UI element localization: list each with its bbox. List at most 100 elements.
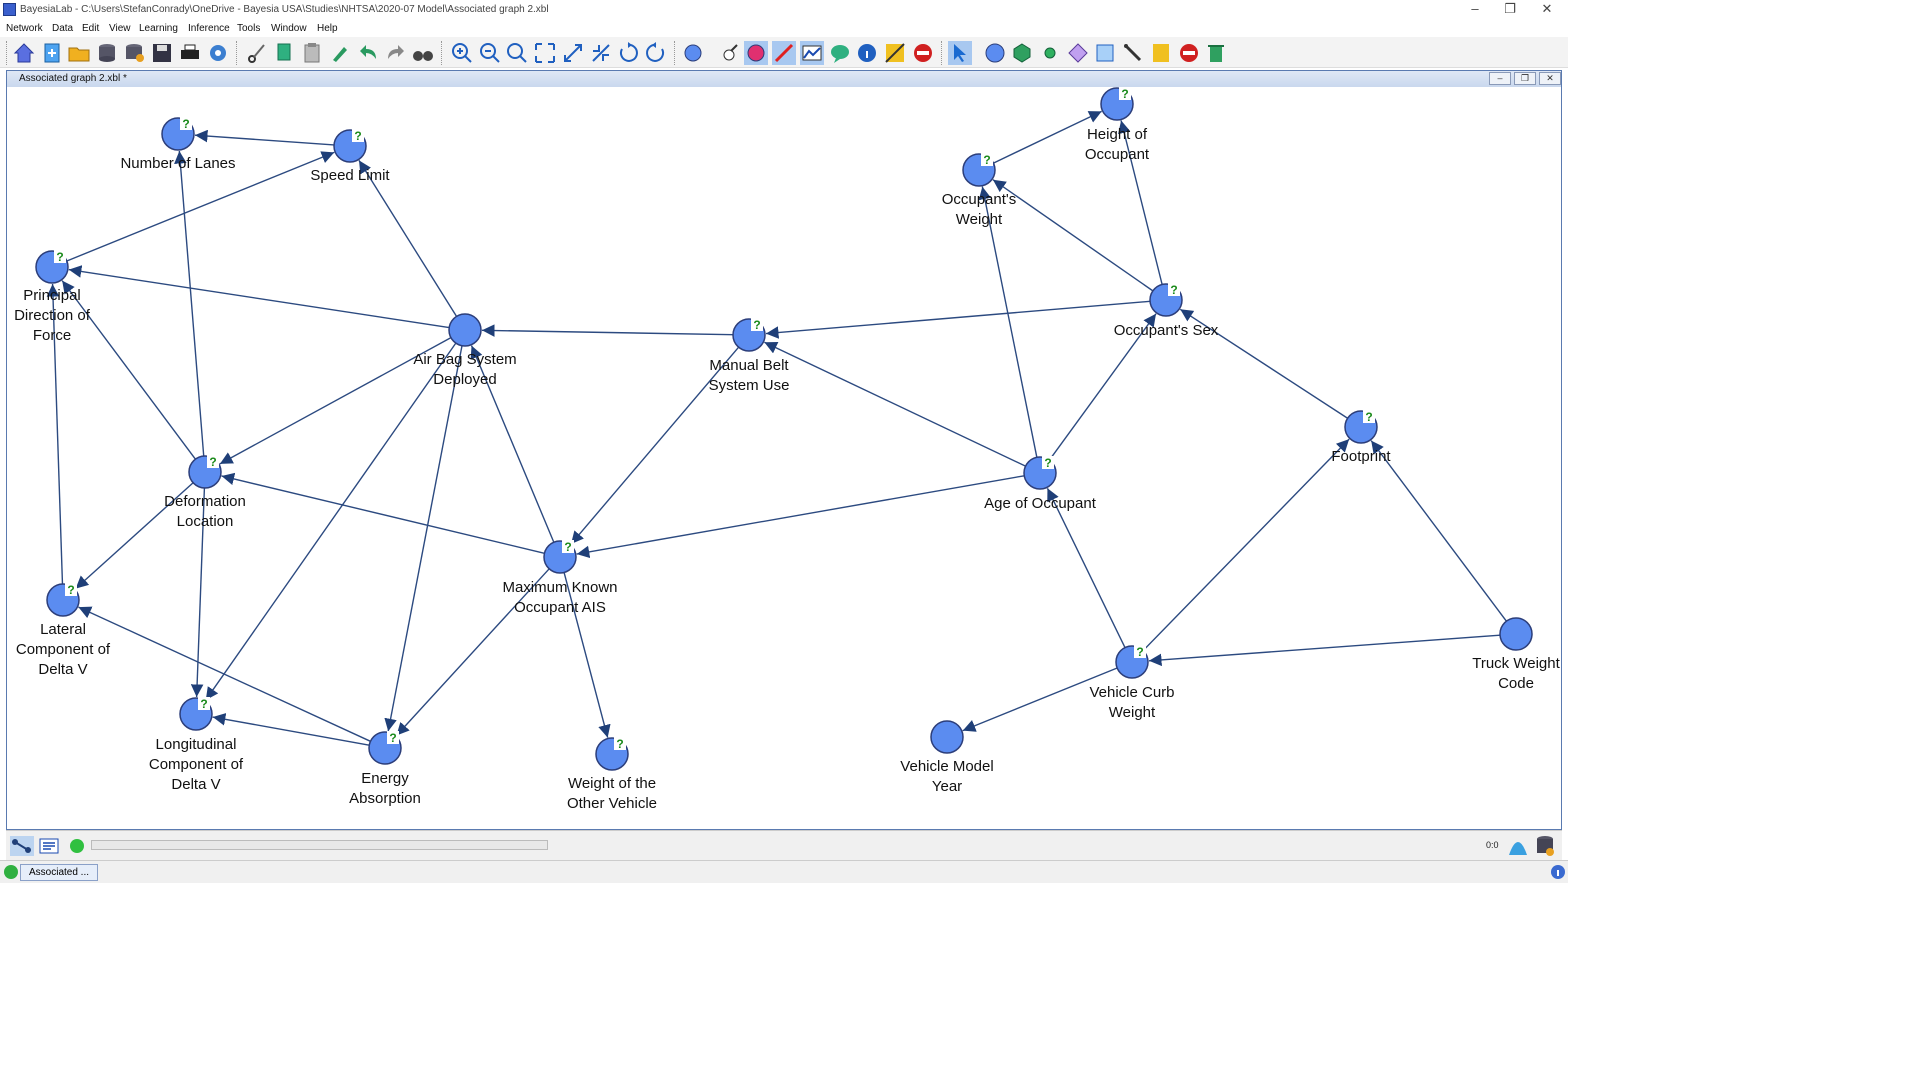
doc-restore-button[interactable]: ❐ [1514, 72, 1536, 85]
small-node-icon[interactable] [1038, 41, 1062, 65]
fit-window-icon[interactable] [533, 41, 557, 65]
zoom-fit-icon[interactable] [505, 41, 529, 65]
doc-close-button[interactable]: ✕ [1539, 72, 1561, 85]
redo-icon[interactable] [384, 41, 408, 65]
arc-occupants_sex-to-manual_belt[interactable] [765, 300, 1151, 339]
copy-icon[interactable] [272, 41, 296, 65]
delete-tool-icon[interactable] [1177, 41, 1201, 65]
arc-air_bag-to-longitudinal_delta_v[interactable] [205, 342, 457, 701]
menu-data[interactable]: Data [52, 23, 74, 34]
minimize-button[interactable]: – [1471, 1, 1479, 16]
graph-mode-icon[interactable] [10, 836, 34, 856]
network-graph-canvas[interactable]: ?Number of Lanes?Speed Limit?PrincipalDi… [8, 87, 1560, 828]
format-painter-icon[interactable] [328, 41, 352, 65]
arc-energy_absorption-to-longitudinal_delta_v[interactable] [212, 713, 370, 746]
new-icon[interactable] [40, 41, 64, 65]
arc-age_of_occupant-to-max_known_ais[interactable] [576, 475, 1025, 559]
arc-truck_weight_code-to-footprint[interactable] [1370, 440, 1507, 622]
arc-air_bag-to-energy_absorption[interactable] [384, 345, 463, 732]
arc-occupants_sex-to-height_of_occupant[interactable] [1118, 120, 1163, 285]
arc-deformation_location-to-lateral_delta_v[interactable] [75, 482, 194, 590]
note-icon[interactable] [883, 41, 907, 65]
info-status-icon[interactable] [1550, 864, 1566, 880]
validation-mode-icon[interactable] [38, 836, 60, 856]
database-status-icon[interactable] [1534, 834, 1556, 858]
arc-manual_belt-to-air_bag[interactable] [481, 324, 734, 337]
arc-max_known_ais-to-weight_other_vehicle[interactable] [563, 572, 611, 738]
arc-max_known_ais-to-energy_absorption[interactable] [395, 568, 550, 736]
stop-icon[interactable] [911, 41, 935, 65]
trash-icon[interactable] [1204, 41, 1228, 65]
select-tool-icon[interactable] [948, 41, 972, 65]
arc-max_known_ais-to-deformation_location[interactable] [221, 472, 545, 554]
binoculars-icon[interactable] [411, 41, 435, 65]
undo-icon[interactable] [356, 41, 380, 65]
arc-lateral_delta_v-to-principal_direction[interactable] [46, 283, 64, 585]
settings-icon[interactable] [206, 41, 230, 65]
rotate-right-icon[interactable] [644, 41, 668, 65]
info-icon[interactable] [855, 41, 879, 65]
distribution-icon[interactable] [1508, 835, 1528, 857]
comment-icon[interactable] [828, 41, 852, 65]
arc-principal_direction-to-speed_limit[interactable] [66, 151, 335, 262]
arc-deformation_location-to-number_of_lanes[interactable] [174, 150, 205, 457]
save-icon[interactable] [150, 41, 174, 65]
collapse-icon[interactable] [589, 41, 613, 65]
arc-age_of_occupant-to-manual_belt[interactable] [764, 341, 1026, 467]
arc-deformation_location-to-principal_direction[interactable] [61, 280, 196, 460]
paste-icon[interactable] [300, 41, 324, 65]
menu-window[interactable]: Window [271, 23, 307, 34]
home-icon[interactable] [12, 41, 36, 65]
node-tool-icon[interactable] [983, 41, 1007, 65]
arc-manual_belt-to-max_known_ais[interactable] [570, 346, 740, 545]
restore-button[interactable]: ❐ [1504, 1, 1516, 16]
menu-tools[interactable]: Tools [237, 23, 261, 34]
node-occupants-sex[interactable]: ?Occupant's Sex [1114, 283, 1219, 339]
menu-network[interactable]: Network [6, 23, 43, 34]
arc-truck_weight_code-to-vehicle_curb_weight[interactable] [1148, 634, 1501, 667]
chart-icon[interactable] [800, 41, 824, 65]
arc-energy_absorption-to-lateral_delta_v[interactable] [78, 606, 371, 742]
arc-icon[interactable] [772, 41, 796, 65]
arc-max_known_ais-to-air_bag[interactable] [470, 345, 555, 543]
arc-air_bag-to-speed_limit[interactable] [358, 160, 458, 317]
menu-inference[interactable]: Inference [188, 23, 230, 34]
database-open-icon[interactable] [122, 41, 146, 65]
menu-view[interactable]: View [109, 23, 131, 34]
menu-edit[interactable]: Edit [82, 23, 100, 34]
node-age-of-occupant[interactable]: ?Age of Occupant [984, 456, 1097, 512]
cut-icon[interactable] [245, 41, 269, 65]
arc-age_of_occupant-to-occupants_sex[interactable] [1048, 313, 1157, 461]
node-type-icon[interactable] [682, 41, 706, 65]
constraint-node-icon[interactable] [1010, 41, 1034, 65]
arc-vehicle_curb_weight-to-age_of_occupant[interactable] [1046, 487, 1126, 648]
node-circle[interactable] [930, 720, 964, 754]
menu-learning[interactable]: Learning [139, 23, 178, 34]
task-tab-associated[interactable]: Associated ... [20, 864, 98, 881]
node-circle[interactable] [448, 313, 482, 347]
arc-speed_limit-to-number_of_lanes[interactable] [194, 129, 335, 146]
expand-icon[interactable] [561, 41, 585, 65]
menu-help[interactable]: Help [317, 23, 338, 34]
zoom-in-icon[interactable] [450, 41, 474, 65]
open-icon[interactable] [67, 41, 91, 65]
arc-occupants_sex-to-occupants_weight[interactable] [992, 179, 1154, 292]
doc-minimize-button[interactable]: – [1489, 72, 1511, 85]
monitor-icon[interactable] [717, 41, 741, 65]
target-node-icon[interactable] [744, 41, 768, 65]
node-speed-limit[interactable]: ?Speed Limit [310, 129, 390, 184]
arc-age_of_occupant-to-occupants_weight[interactable] [978, 186, 1038, 458]
